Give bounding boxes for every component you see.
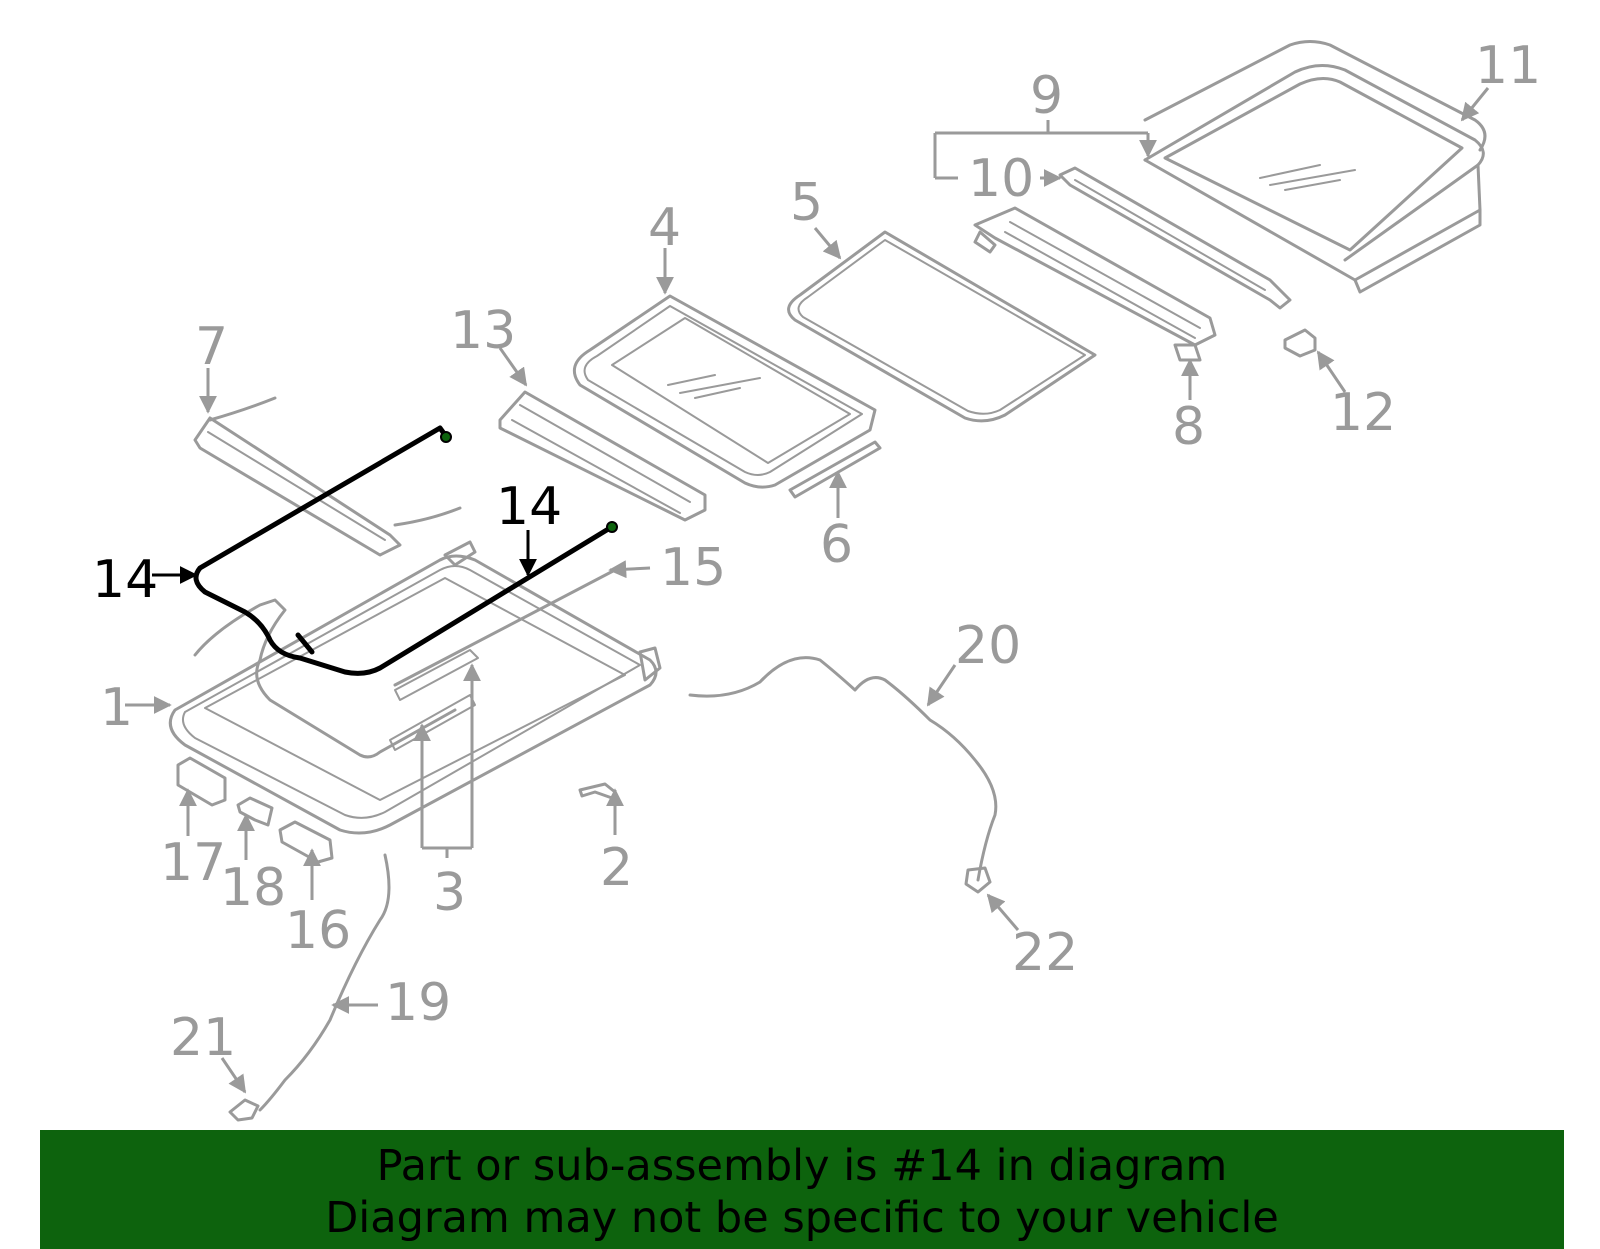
leader-lines [125, 87, 1490, 1094]
part-20-hose [688, 656, 998, 882]
callout-13: 13 [450, 301, 516, 361]
callout-21: 21 [170, 1008, 236, 1068]
callout-6: 6 [820, 515, 853, 575]
callout-9: 9 [1030, 66, 1063, 126]
callout-19: 19 [385, 973, 451, 1033]
callout-16: 16 [285, 901, 351, 961]
part-21-grommet [228, 1098, 260, 1122]
callout-5: 5 [790, 173, 823, 233]
callout-12: 12 [1330, 383, 1396, 443]
callout-20: 20 [955, 616, 1021, 676]
part-18-clip [236, 796, 274, 827]
callout-1: 1 [100, 678, 133, 738]
part-2-clip [578, 782, 617, 800]
part-5-seal [787, 230, 1097, 423]
part-4-glass [572, 294, 877, 489]
part-1-frame [168, 540, 662, 835]
callout-10: 10 [968, 149, 1034, 209]
callout-4: 4 [648, 198, 681, 258]
part-6-strip [788, 440, 882, 499]
part-16-motor [278, 820, 334, 864]
part-22-grommet [964, 866, 992, 894]
part-11-glass-panel [1143, 40, 1487, 294]
callout-7: 7 [195, 317, 228, 377]
part-19-hose [258, 853, 391, 1112]
callout-11: 11 [1475, 36, 1541, 96]
callout-14-left: 14 [92, 550, 158, 610]
part-17-switch [176, 756, 227, 807]
part-15-rod [393, 568, 617, 687]
banner-line-1: Part or sub-assembly is #14 in diagram [376, 1141, 1228, 1191]
callout-18: 18 [220, 858, 286, 918]
info-banner: Part or sub-assembly is #14 in diagram D… [40, 1130, 1564, 1249]
callout-3: 3 [433, 863, 466, 923]
callout-8: 8 [1172, 397, 1205, 457]
callout-15: 15 [660, 538, 726, 598]
callout-14-center: 14 [496, 477, 562, 537]
part-12-clip [1283, 328, 1317, 358]
banner-line-2: Diagram may not be specific to your vehi… [325, 1193, 1279, 1243]
callouts: 9 10 11 5 4 8 12 13 7 6 14 14 15 1 20 2 … [92, 36, 1541, 1068]
part-7-rear-deflector [193, 396, 462, 557]
part-8-wind-deflector [973, 206, 1217, 362]
callout-17: 17 [160, 833, 226, 893]
part-10-deflector [1058, 166, 1292, 310]
callout-22: 22 [1012, 923, 1078, 983]
part-13-rail [498, 390, 707, 522]
callout-2: 2 [600, 838, 633, 898]
